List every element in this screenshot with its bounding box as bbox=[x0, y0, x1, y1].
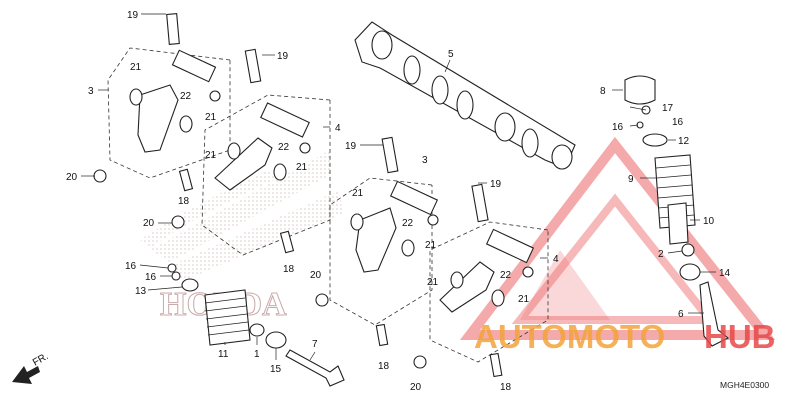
callout-label: 22 bbox=[402, 218, 414, 229]
callout-label: 19 bbox=[490, 179, 502, 190]
callout-label: 20 bbox=[310, 270, 322, 281]
callout-label: 3 bbox=[422, 155, 428, 166]
callout-label: 16 bbox=[612, 122, 624, 133]
callout-label: 4 bbox=[335, 123, 341, 134]
rocker-arm-group-2 bbox=[171, 102, 311, 254]
camshaft bbox=[354, 21, 576, 170]
callout-labels: 19 19 3 21 22 21 20 4 21 22 21 18 20 18 … bbox=[66, 10, 731, 393]
callout-label: 8 bbox=[600, 86, 606, 97]
callout-label: 21 bbox=[205, 150, 217, 161]
callout-label: 21 bbox=[518, 294, 530, 305]
callout-label: 16 bbox=[125, 261, 137, 272]
callout-label: 18 bbox=[178, 196, 190, 207]
callout-label: 9 bbox=[628, 174, 634, 185]
callout-label: 21 bbox=[296, 162, 308, 173]
callout-label: 18 bbox=[283, 264, 295, 275]
watermark-brand-b: HUB bbox=[704, 318, 776, 355]
callout-label: 20 bbox=[410, 382, 422, 393]
callout-label: 12 bbox=[678, 136, 690, 147]
rocker-arm-group-1 bbox=[93, 13, 262, 183]
callout-label: 7 bbox=[312, 339, 318, 350]
front-marker-text: FR. bbox=[31, 351, 50, 369]
callout-label: 13 bbox=[135, 286, 147, 297]
callout-label: 18 bbox=[378, 361, 390, 372]
callout-label: 11 bbox=[218, 349, 229, 360]
callout-label: 14 bbox=[719, 268, 731, 279]
rocker-arm-group-3 bbox=[315, 136, 439, 347]
callout-label: 19 bbox=[277, 51, 289, 62]
leader-lines bbox=[81, 13, 716, 361]
rocker-arm-group-4 bbox=[413, 183, 535, 378]
callout-label: 16 bbox=[672, 117, 684, 128]
callout-label: 1 bbox=[254, 349, 260, 360]
callout-label: 10 bbox=[703, 216, 715, 227]
diagram-code: MGH4E0300 bbox=[720, 380, 769, 390]
front-direction-marker: FR. bbox=[12, 351, 50, 384]
callout-label: 2 bbox=[658, 249, 664, 260]
callout-label: 20 bbox=[66, 172, 78, 183]
callout-label: 3 bbox=[88, 86, 94, 97]
valve-set-left bbox=[167, 263, 345, 387]
callout-label: 21 bbox=[130, 62, 142, 73]
callout-label: 21 bbox=[205, 112, 217, 123]
callout-label: 19 bbox=[127, 10, 139, 21]
valve-set-right bbox=[624, 75, 730, 347]
callout-label: 22 bbox=[278, 142, 290, 153]
callout-label: 21 bbox=[425, 240, 437, 251]
callout-label: 22 bbox=[500, 270, 512, 281]
callout-label: 22 bbox=[180, 91, 192, 102]
callout-label: 4 bbox=[553, 254, 559, 265]
callout-label: 15 bbox=[270, 364, 282, 375]
callout-label: 16 bbox=[145, 272, 157, 283]
callout-label: 18 bbox=[500, 382, 512, 393]
callout-label: 5 bbox=[448, 49, 454, 60]
callout-label: 17 bbox=[662, 103, 674, 114]
callout-label: 20 bbox=[143, 218, 155, 229]
callout-label: 21 bbox=[427, 277, 439, 288]
group-outlines bbox=[107, 47, 549, 363]
watermark-text: AUTOMOTO HUB bbox=[474, 318, 776, 355]
watermark-logo bbox=[459, 136, 776, 340]
callout-label: 21 bbox=[352, 188, 364, 199]
callout-label: 19 bbox=[345, 141, 357, 152]
callout-label: 6 bbox=[678, 309, 684, 320]
watermark-brand-a: AUTOMOTO bbox=[474, 318, 665, 355]
